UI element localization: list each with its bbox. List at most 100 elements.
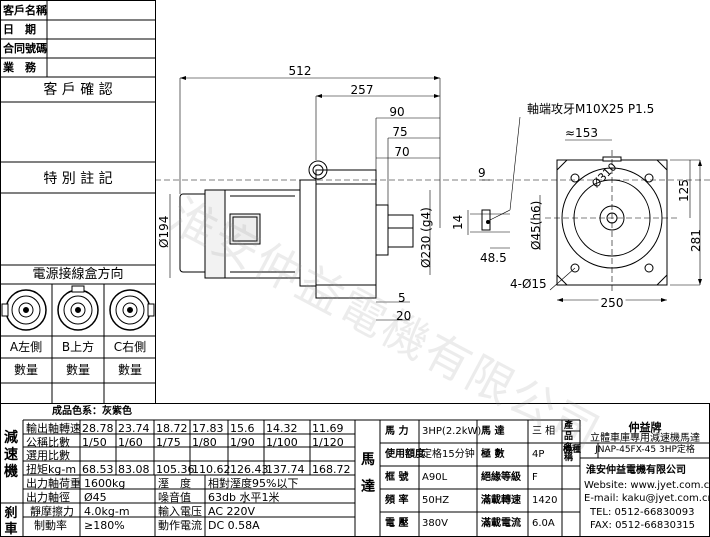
- spec-cell: 1/80: [192, 436, 217, 449]
- dim-230: Ø230 (g4): [419, 207, 433, 268]
- spec-cell: 137.74: [266, 463, 305, 476]
- brake-torque-label: 靜摩擦力: [30, 505, 74, 518]
- motor-cell: 6.0A: [532, 518, 555, 529]
- company-fax: FAX: 0512-66830315: [590, 520, 696, 531]
- product-brand: 仲益牌: [628, 421, 662, 434]
- load-label: 出力軸荷重: [26, 477, 81, 490]
- spec-cell: 1/90: [230, 436, 255, 449]
- direction-c: C右側: [113, 340, 147, 354]
- dim-194: Ø194: [157, 215, 171, 248]
- motor-cell: 頻 率: [385, 495, 409, 506]
- diameter-label: 出力軸徑: [26, 491, 70, 504]
- spec-cell: 1/50: [82, 436, 107, 449]
- motor-cell: A90L: [422, 472, 448, 483]
- field-date: 日 期: [3, 23, 36, 36]
- direction-a: A左側: [9, 340, 43, 354]
- quantity-c: 數量: [117, 363, 143, 377]
- quantity-b: 數量: [65, 363, 91, 377]
- product-name-label: 產品名稱: [564, 421, 574, 464]
- company-website: Website: www.jyet.com.cn: [584, 480, 710, 491]
- motor-cell: 50HZ: [422, 495, 450, 506]
- spec-cell: 11.69: [312, 422, 344, 435]
- humidity-value: 相對溼度95%以下: [208, 477, 299, 490]
- dim-48-5: 48.5: [480, 251, 507, 265]
- motor-cell: 1420: [532, 495, 558, 506]
- spec-cell: 28.78: [82, 422, 114, 435]
- spec-row-label: 選用比數: [26, 449, 70, 462]
- dim-4-15: 4-Ø15: [510, 277, 547, 291]
- customer-confirm-title: 客 戶 確 認: [43, 82, 113, 98]
- flange-front-view: [545, 150, 680, 292]
- noise-label: 噪音值: [158, 491, 191, 504]
- direction-b: B上方: [61, 340, 95, 354]
- spec-row-label: 公稱比數: [26, 436, 70, 449]
- dim-45: Ø45(h6): [529, 200, 543, 250]
- motor-cell: 三 相: [532, 426, 556, 437]
- reducer-label: 減速機: [4, 430, 18, 480]
- spec-cell: 126.43: [230, 463, 269, 476]
- spec-row-label: 扭矩kg-m: [26, 463, 77, 476]
- spec-cell: 105.36: [156, 463, 195, 476]
- brake-torque-value: 4.0kg-m: [84, 505, 130, 518]
- company-email: E-mail: kaku@jyet.com.cn: [584, 493, 710, 504]
- dim-281: 281: [689, 229, 703, 252]
- motor-cell: 絕緣等級: [481, 472, 521, 483]
- spec-cell: 14.32: [266, 422, 298, 435]
- dim-512: 512: [288, 64, 312, 78]
- motor-cell: 滿載轉速: [481, 495, 521, 506]
- company-tel: TEL: 0512-66830093: [590, 507, 695, 518]
- motor-side-view: [155, 160, 710, 299]
- humidity-label: 溼 度: [158, 477, 191, 490]
- spec-cell: 15.6: [230, 422, 255, 435]
- spec-cell: 1/100: [266, 436, 298, 449]
- motor-cell: 定格15分钟: [422, 449, 475, 460]
- motor-cell: 電 壓: [385, 518, 409, 529]
- brake-rate-label: 制動率: [34, 519, 67, 532]
- current-value: DC 0.58A: [208, 519, 260, 532]
- spec-cell: 168.72: [312, 463, 351, 476]
- dim-70: 70: [394, 145, 410, 159]
- dim-153: ≈153: [565, 126, 598, 140]
- special-notes-title: 特 別 註 記: [43, 171, 113, 187]
- diameter-value: Ø45: [84, 491, 107, 504]
- model-value: JNAP-45FX-45 3HP定格: [595, 445, 695, 455]
- dim-75: 75: [392, 125, 408, 139]
- motor-cell: 馬 力: [385, 426, 409, 437]
- field-sales: 業 務: [3, 61, 36, 74]
- shaft-thread-note: 軸端攻牙M10X25 P1.5: [527, 102, 655, 116]
- brake-label: 刹車: [4, 506, 18, 537]
- company-name: 淮安仲益電機有限公司: [586, 465, 686, 476]
- model-label: 機種: [563, 445, 582, 455]
- spec-cell: 110.62: [192, 463, 231, 476]
- motor-cell: 極 數: [481, 449, 505, 460]
- motor-label: 馬達: [361, 452, 375, 495]
- motor-cell: 使用額度: [385, 449, 425, 460]
- dim-20: 20: [396, 309, 412, 323]
- spec-cell: 18.72: [156, 422, 188, 435]
- dim-257: 257: [350, 83, 374, 97]
- motor-cell: 4P: [532, 449, 545, 460]
- current-label: 動作電流: [158, 519, 202, 532]
- motor-cell: 3HP(2.2kW): [422, 426, 482, 437]
- spec-cell: 1/60: [118, 436, 143, 449]
- dim-90: 90: [389, 105, 405, 119]
- spec-cell: 1/75: [156, 436, 181, 449]
- spec-cell: 1/120: [312, 436, 344, 449]
- spec-cell: 17.83: [192, 422, 224, 435]
- junction-box-icons: [1, 285, 155, 331]
- spec-row-label: 輸出軸轉速: [26, 422, 81, 435]
- motor-cell: 框 號: [385, 472, 409, 483]
- finish-color-label: 成品色系：灰紫色: [52, 406, 132, 417]
- field-contract-no: 合同號碼: [3, 42, 47, 55]
- load-value: 1600kg: [84, 477, 126, 490]
- motor-cell: 滿載電流: [481, 518, 521, 529]
- quantity-a: 數量: [13, 363, 39, 377]
- junction-box-title: 電源接線盒方向: [32, 267, 124, 282]
- noise-value: 63db 水平1米: [208, 491, 280, 504]
- dim-250: 250: [598, 296, 626, 310]
- brake-rate-value: ≥180%: [84, 519, 125, 532]
- motor-cell: 馬 達: [481, 426, 505, 437]
- field-customer-name: 客戶名稱: [3, 4, 47, 17]
- dim-125: 125: [677, 179, 691, 202]
